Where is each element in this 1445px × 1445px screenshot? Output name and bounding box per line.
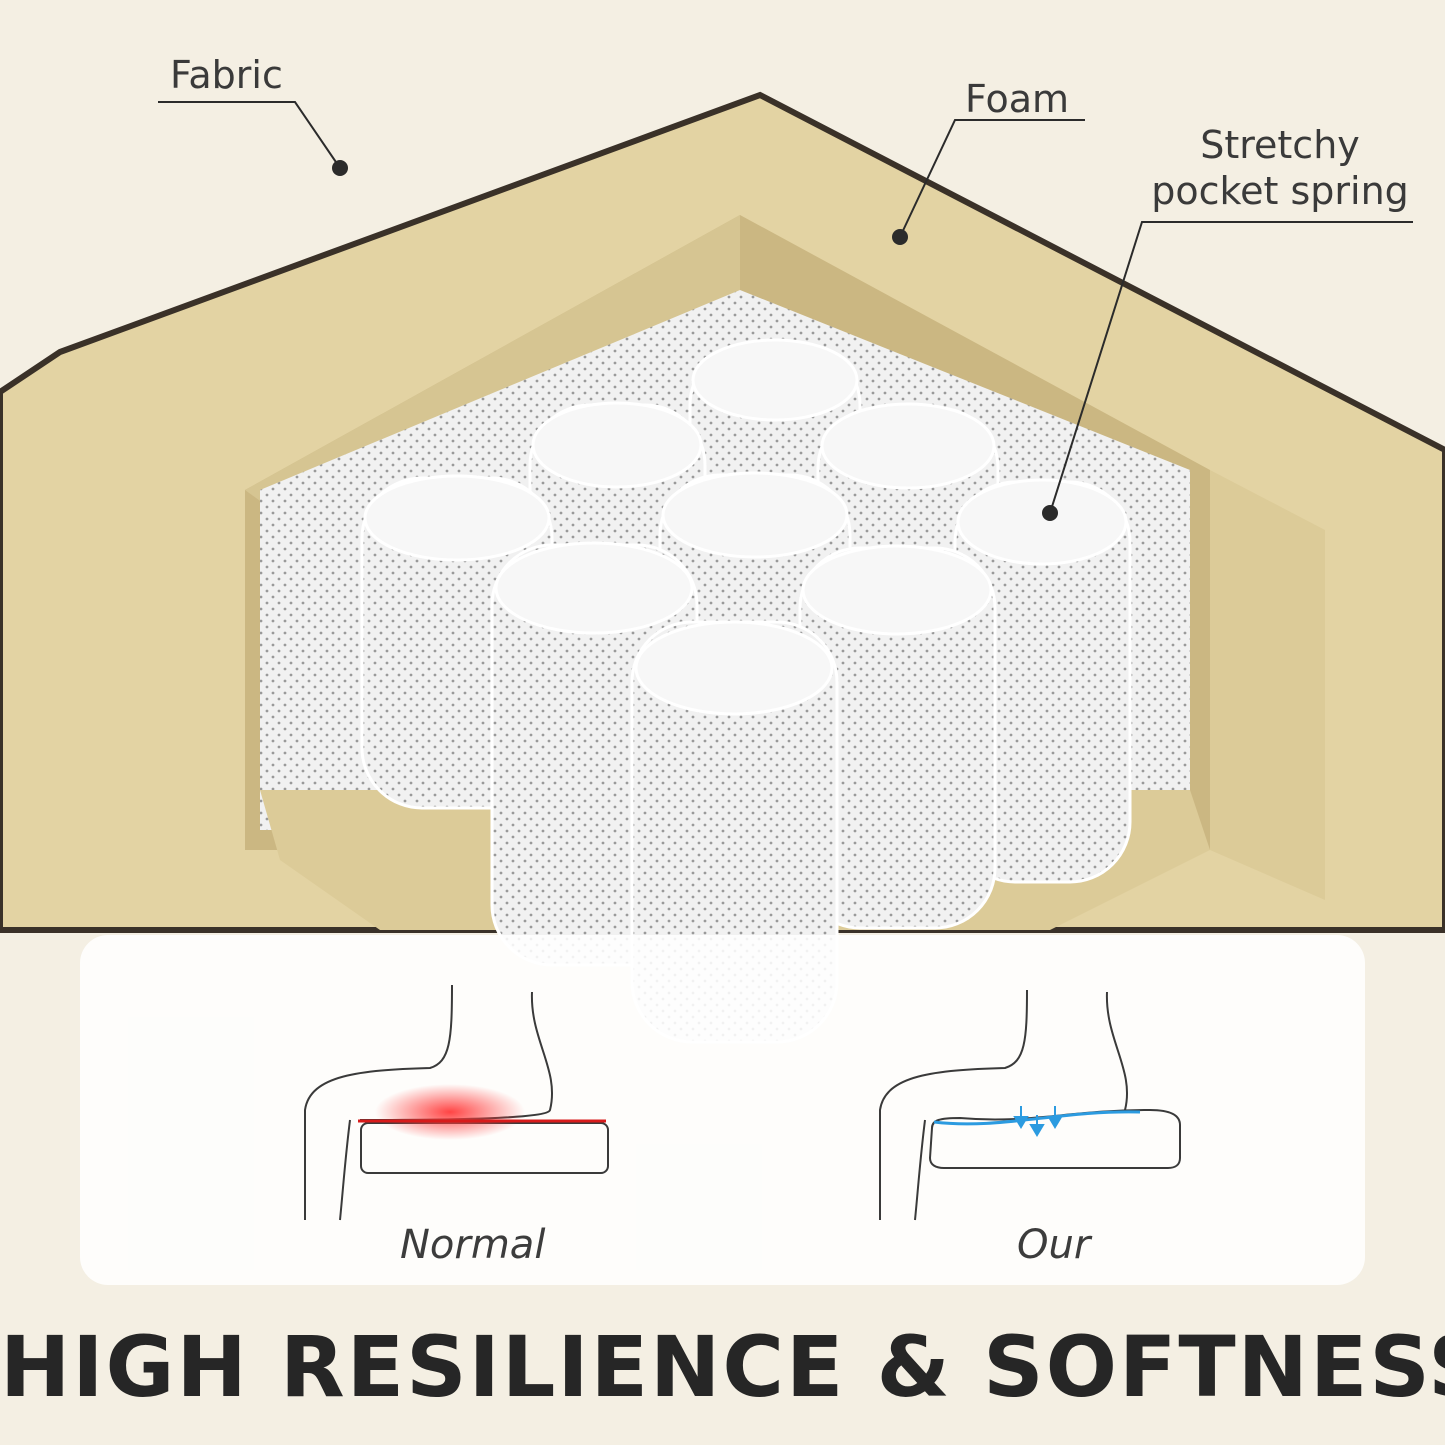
our-label: Our — [1017, 1222, 1091, 1268]
support-curve — [933, 1110, 1141, 1126]
spring-marker — [1042, 505, 1058, 521]
foam-label: Foam — [965, 77, 1070, 121]
headline: HIGH RESILIENCE & SOFTNESS — [0, 1318, 1445, 1416]
fabric-label: Fabric — [170, 53, 283, 97]
normal-label: Normal — [400, 1222, 546, 1268]
pocket-spring-label-line2: pocket spring — [1151, 169, 1409, 213]
our-seat-illustration — [879, 989, 1181, 1221]
callout-leaders — [158, 101, 1413, 514]
pressure-point-icon — [375, 1084, 525, 1140]
pocket-spring-label: Stretchy pocket spring — [1145, 122, 1415, 214]
pocket-springs — [360, 338, 1132, 1044]
pocket-spring-label-line1: Stretchy — [1200, 123, 1360, 167]
support-arrows-icon — [1013, 1106, 1063, 1137]
fabric-marker — [332, 160, 348, 176]
foam-marker — [892, 229, 908, 245]
